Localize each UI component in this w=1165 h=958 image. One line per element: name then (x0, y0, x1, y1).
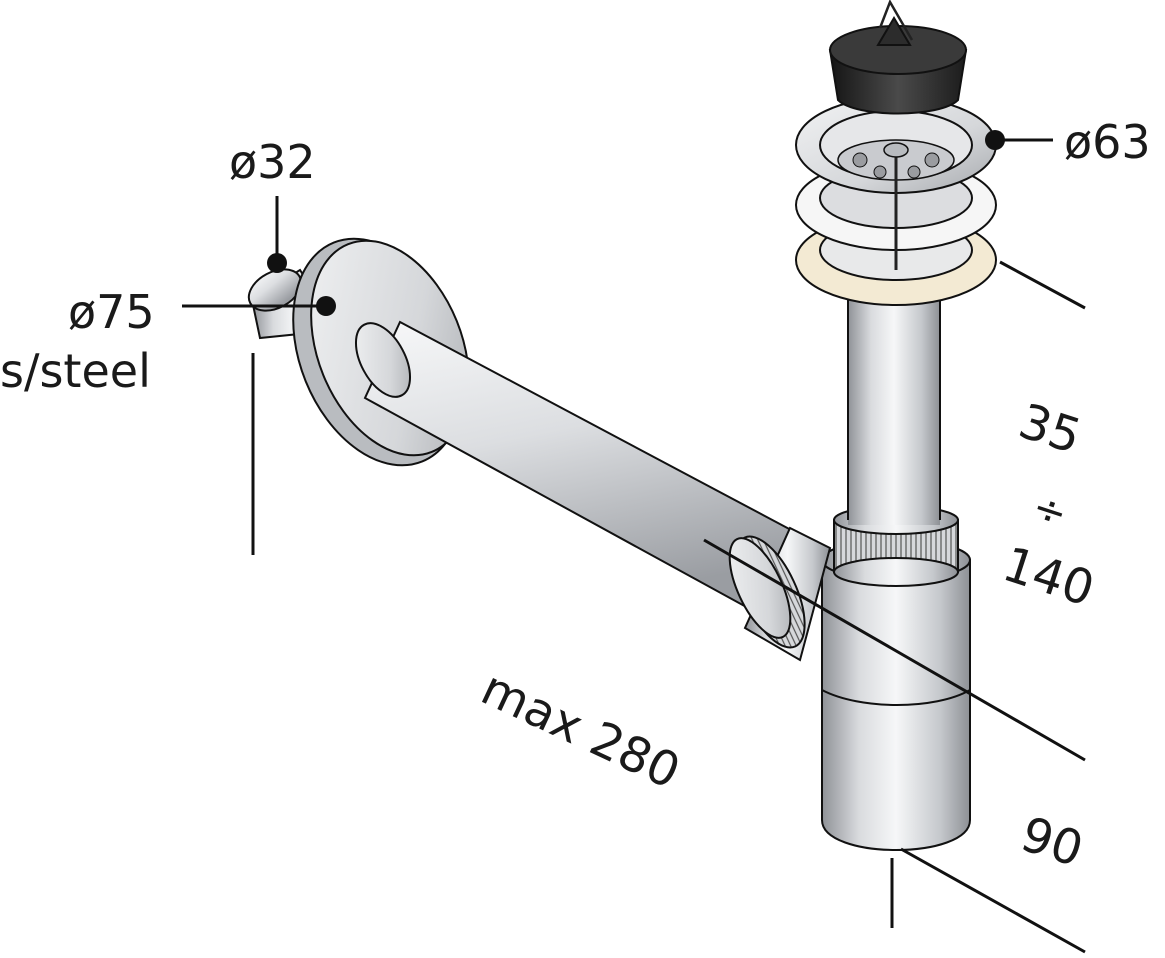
leader-dot-pipe (267, 253, 287, 273)
leader-dot-rosette (316, 296, 336, 316)
extension-line-trap-bottom (900, 847, 1086, 954)
label-waste-diameter: ø63 (1064, 115, 1151, 169)
trap-top-nut (833, 505, 959, 587)
dimension-lines (182, 138, 1086, 954)
label-rosette-material: s/steel (0, 344, 151, 398)
label-height-sep: ÷ (1027, 484, 1073, 538)
label-height-min: 35 (1012, 393, 1087, 465)
label-pipe-diameter: ø32 (229, 135, 316, 189)
tailpiece-pipe (847, 289, 941, 531)
label-trap-offset: 90 (1014, 806, 1089, 878)
label-rosette-diameter: ø75 (68, 285, 155, 339)
label-height-max: 140 (996, 536, 1100, 618)
extension-line-pipe-axis (703, 538, 1086, 762)
leader-dot-waste (985, 130, 1005, 150)
plug-chain-loop (878, 0, 914, 41)
leader-dots (267, 130, 1005, 316)
waste-flange (795, 96, 997, 306)
label-length: max 280 (473, 660, 688, 800)
rubber-plug (828, 0, 968, 115)
extension-line-flange (999, 260, 1086, 310)
